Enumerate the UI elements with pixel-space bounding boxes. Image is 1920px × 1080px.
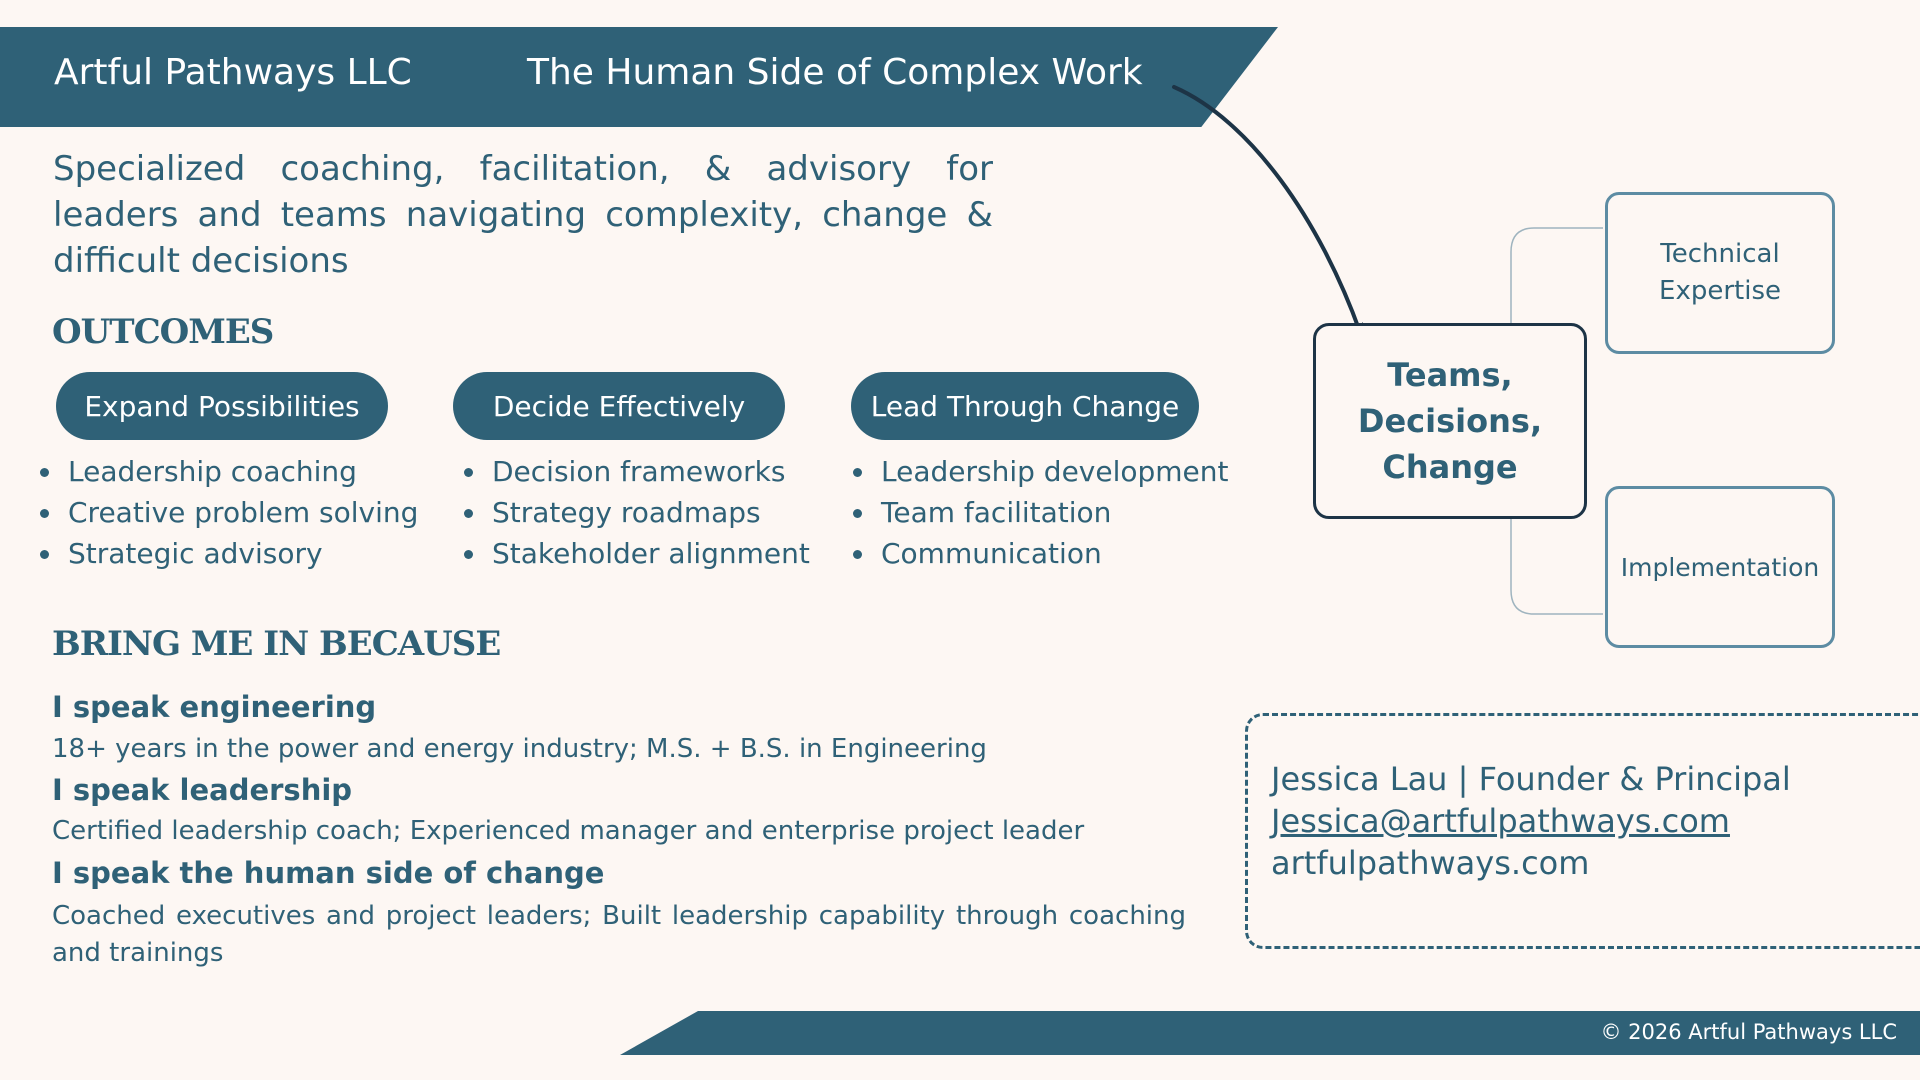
list-item: Creative problem solving <box>40 492 418 533</box>
reason-text: 18+ years in the power and energy indust… <box>52 734 987 764</box>
outcome-list-expand: Leadership coaching Creative problem sol… <box>40 451 418 574</box>
reason-text: Certified leadership coach; Experienced … <box>52 816 1085 846</box>
technical-expertise-box: Technical Expertise <box>1605 192 1835 354</box>
list-item: Stakeholder alignment <box>464 533 810 574</box>
curved-arrow <box>1172 85 1360 332</box>
header-banner <box>0 27 1278 127</box>
list-item: Communication <box>853 533 1229 574</box>
reason-title: I speak leadership <box>52 773 353 807</box>
company-name: Artful Pathways LLC <box>54 52 412 93</box>
reason-title: I speak engineering <box>52 690 377 724</box>
implementation-box: Implementation <box>1605 486 1835 648</box>
connector-top <box>1510 227 1603 323</box>
list-item: Team facilitation <box>853 492 1229 533</box>
intro-paragraph: Specialized coaching, facilitation, & ad… <box>53 149 993 281</box>
contact-name-title: Jessica Lau | Founder & Principal <box>1271 760 1791 798</box>
header-tagline: The Human Side of Complex Work <box>527 52 1143 93</box>
contact-website: artfulpathways.com <box>1271 844 1590 882</box>
outcome-pill-expand: Expand Possibilities <box>56 372 388 440</box>
reason-text: Coached executives and project leaders; … <box>52 901 1186 968</box>
outcome-pill-decide: Decide Effectively <box>453 372 785 440</box>
list-item: Decision frameworks <box>464 451 810 492</box>
outcome-pill-lead: Lead Through Change <box>851 372 1199 440</box>
list-item: Leadership coaching <box>40 451 418 492</box>
list-item: Strategy roadmaps <box>464 492 810 533</box>
footer-band <box>620 1011 1920 1055</box>
central-focus-box: Teams, Decisions, Change <box>1313 323 1587 519</box>
central-focus-label: Teams, Decisions, Change <box>1357 356 1543 486</box>
reason-title: I speak the human side of change <box>52 856 605 890</box>
list-item: Leadership development <box>853 451 1229 492</box>
connector-bottom <box>1510 519 1603 615</box>
outcomes-heading: OUTCOMES <box>52 312 274 352</box>
contact-email-link[interactable]: Jessica@artfulpathways.com <box>1271 802 1730 840</box>
outcome-list-decide: Decision frameworks Strategy roadmaps St… <box>464 451 810 574</box>
contact-card <box>1245 713 1920 949</box>
outcome-list-lead: Leadership development Team facilitation… <box>853 451 1229 574</box>
reasons-heading: BRING ME IN BECAUSE <box>52 624 501 664</box>
footer-copyright: © 2026 Artful Pathways LLC <box>1600 1020 1897 1044</box>
list-item: Strategic advisory <box>40 533 418 574</box>
